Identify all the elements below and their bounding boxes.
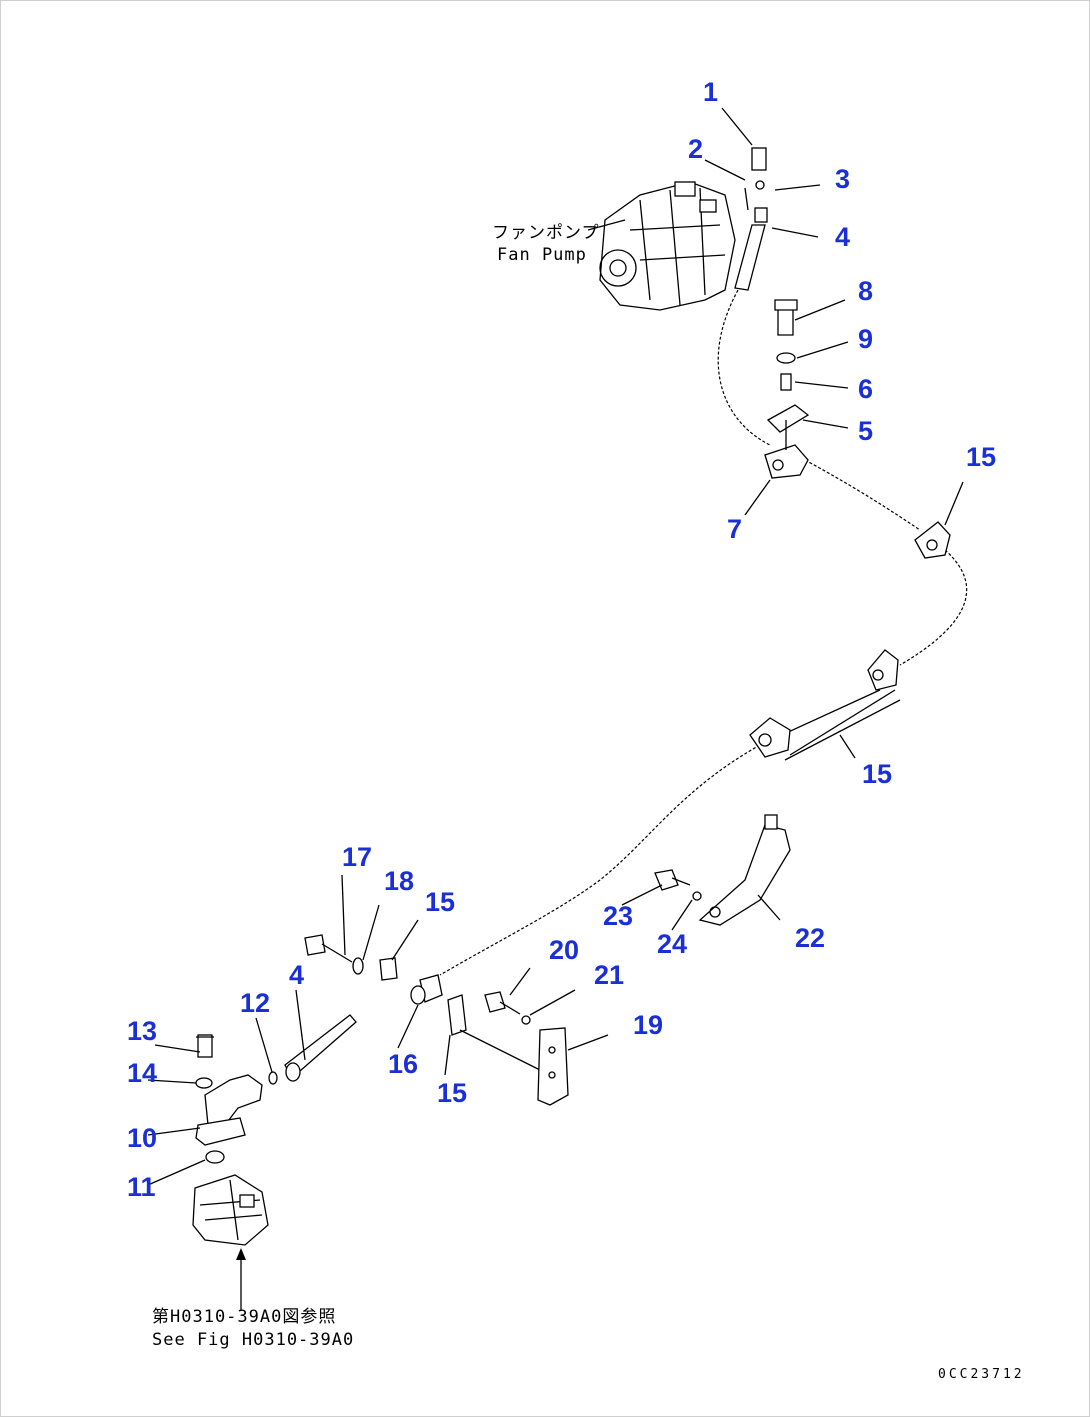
callout: 14 xyxy=(127,1058,157,1088)
callout: 24 xyxy=(657,929,687,959)
reference-label-en: See Fig H0310-39A0 xyxy=(152,1330,354,1350)
callout: 11 xyxy=(127,1172,156,1202)
callout: 6 xyxy=(858,374,873,404)
fan-pump xyxy=(599,181,736,311)
callout: 10 xyxy=(127,1123,157,1153)
callout: 4 xyxy=(289,960,304,990)
fan-pump-label-jp: ファンポンプ xyxy=(492,223,600,243)
callout: 9 xyxy=(858,324,873,354)
callout: 17 xyxy=(342,842,372,872)
callout-numbers: 1 2 3 4 8 9 6 5 7 15 15 17 18 15 23 24 2… xyxy=(127,77,996,1202)
callout: 12 xyxy=(240,988,270,1018)
clamp-bolt-set-upper xyxy=(764,299,810,479)
callout: 15 xyxy=(862,759,892,789)
callout: 5 xyxy=(858,416,873,446)
fan-pump-label-en: Fan Pump xyxy=(497,245,587,265)
callout: 15 xyxy=(437,1078,467,1108)
elbow-block-and-valve xyxy=(192,1034,269,1310)
drawing-code: 0CC23712 xyxy=(938,1367,1025,1382)
callout: 20 xyxy=(549,935,579,965)
leader-lines xyxy=(147,107,964,1186)
callout: 3 xyxy=(835,164,850,194)
callout: 4 xyxy=(835,222,850,252)
callout: 8 xyxy=(858,276,873,306)
text-labels: ファンポンプ Fan Pump 第H0310-39A0図参照 See Fig H… xyxy=(152,223,1025,1382)
callout: 22 xyxy=(795,923,825,953)
callout: 15 xyxy=(425,887,455,917)
callout: 18 xyxy=(384,866,414,896)
callout: 19 xyxy=(633,1010,663,1040)
callout: 16 xyxy=(388,1049,418,1079)
callout: 2 xyxy=(688,134,703,164)
callout: 23 xyxy=(603,901,633,931)
callout: 1 xyxy=(703,77,718,107)
callout: 13 xyxy=(127,1016,157,1046)
reference-label-jp: 第H0310-39A0図参照 xyxy=(152,1307,336,1327)
lower-fittings xyxy=(268,934,569,1106)
clamps-midline xyxy=(749,521,951,758)
hose-assembly xyxy=(439,147,968,976)
callout: 21 xyxy=(594,960,624,990)
callout: 7 xyxy=(727,514,742,544)
callout: 15 xyxy=(966,442,996,472)
